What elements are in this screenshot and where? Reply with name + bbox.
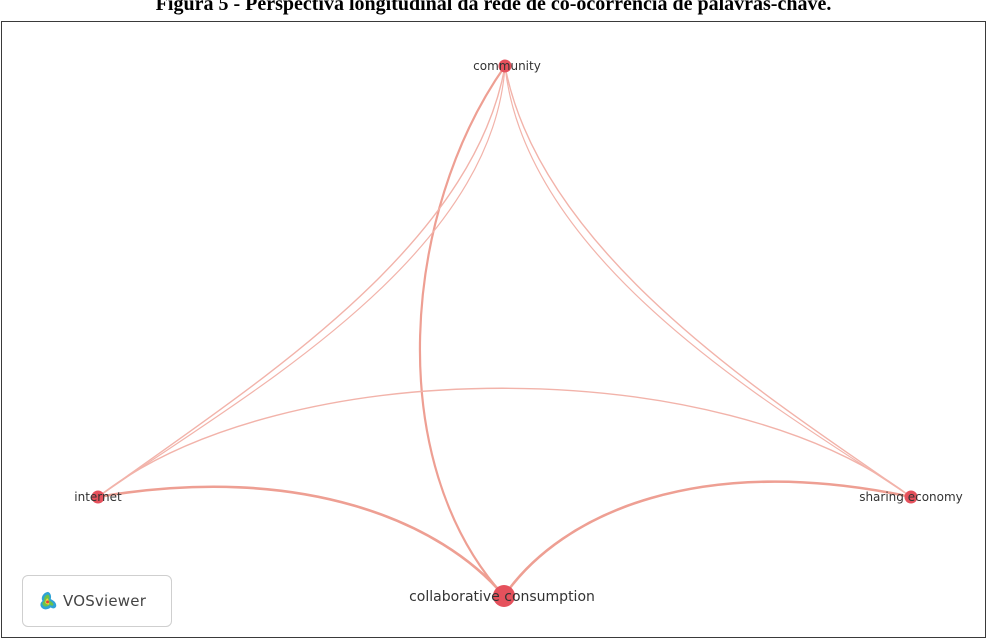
network-map-panel[interactable]: community internet sharing economy colla…: [1, 21, 986, 638]
node-label-sharing-economy: sharing economy: [859, 490, 963, 504]
network-nodes: [91, 59, 918, 607]
figure-caption: Figura 5 - Perspectiva longitudinal da r…: [155, 0, 832, 15]
node-internet[interactable]: [91, 490, 105, 504]
node-label-collaborative-consumption: collaborative consumption: [409, 589, 595, 605]
link-community-internet: [97, 65, 506, 498]
co-occurrence-network[interactable]: community internet sharing economy colla…: [2, 22, 985, 637]
node-sharing-economy[interactable]: [904, 490, 918, 504]
network-labels: community internet sharing economy colla…: [74, 59, 963, 605]
vosviewer-logo-icon: [40, 591, 57, 610]
link-community-collaborative-consumption: [418, 64, 507, 598]
link-community-sharing-economy: [504, 65, 912, 498]
node-label-community: community: [473, 59, 541, 73]
link-internet-sharing-economy: [97, 387, 912, 498]
link-internet-collaborative-consumption: [96, 485, 506, 598]
vosviewer-logo-text: VOSviewer: [63, 592, 147, 610]
node-label-internet: internet: [74, 490, 122, 504]
node-collaborative-consumption[interactable]: [493, 585, 515, 607]
node-community[interactable]: [498, 59, 512, 73]
link-community-sharing-economy-secondary: [504, 65, 912, 498]
link-sharing-economy-collaborative-consumption: [502, 480, 913, 598]
network-links: [96, 64, 913, 598]
vosviewer-badge[interactable]: VOSviewer: [22, 575, 172, 627]
link-community-internet-secondary: [97, 65, 506, 498]
